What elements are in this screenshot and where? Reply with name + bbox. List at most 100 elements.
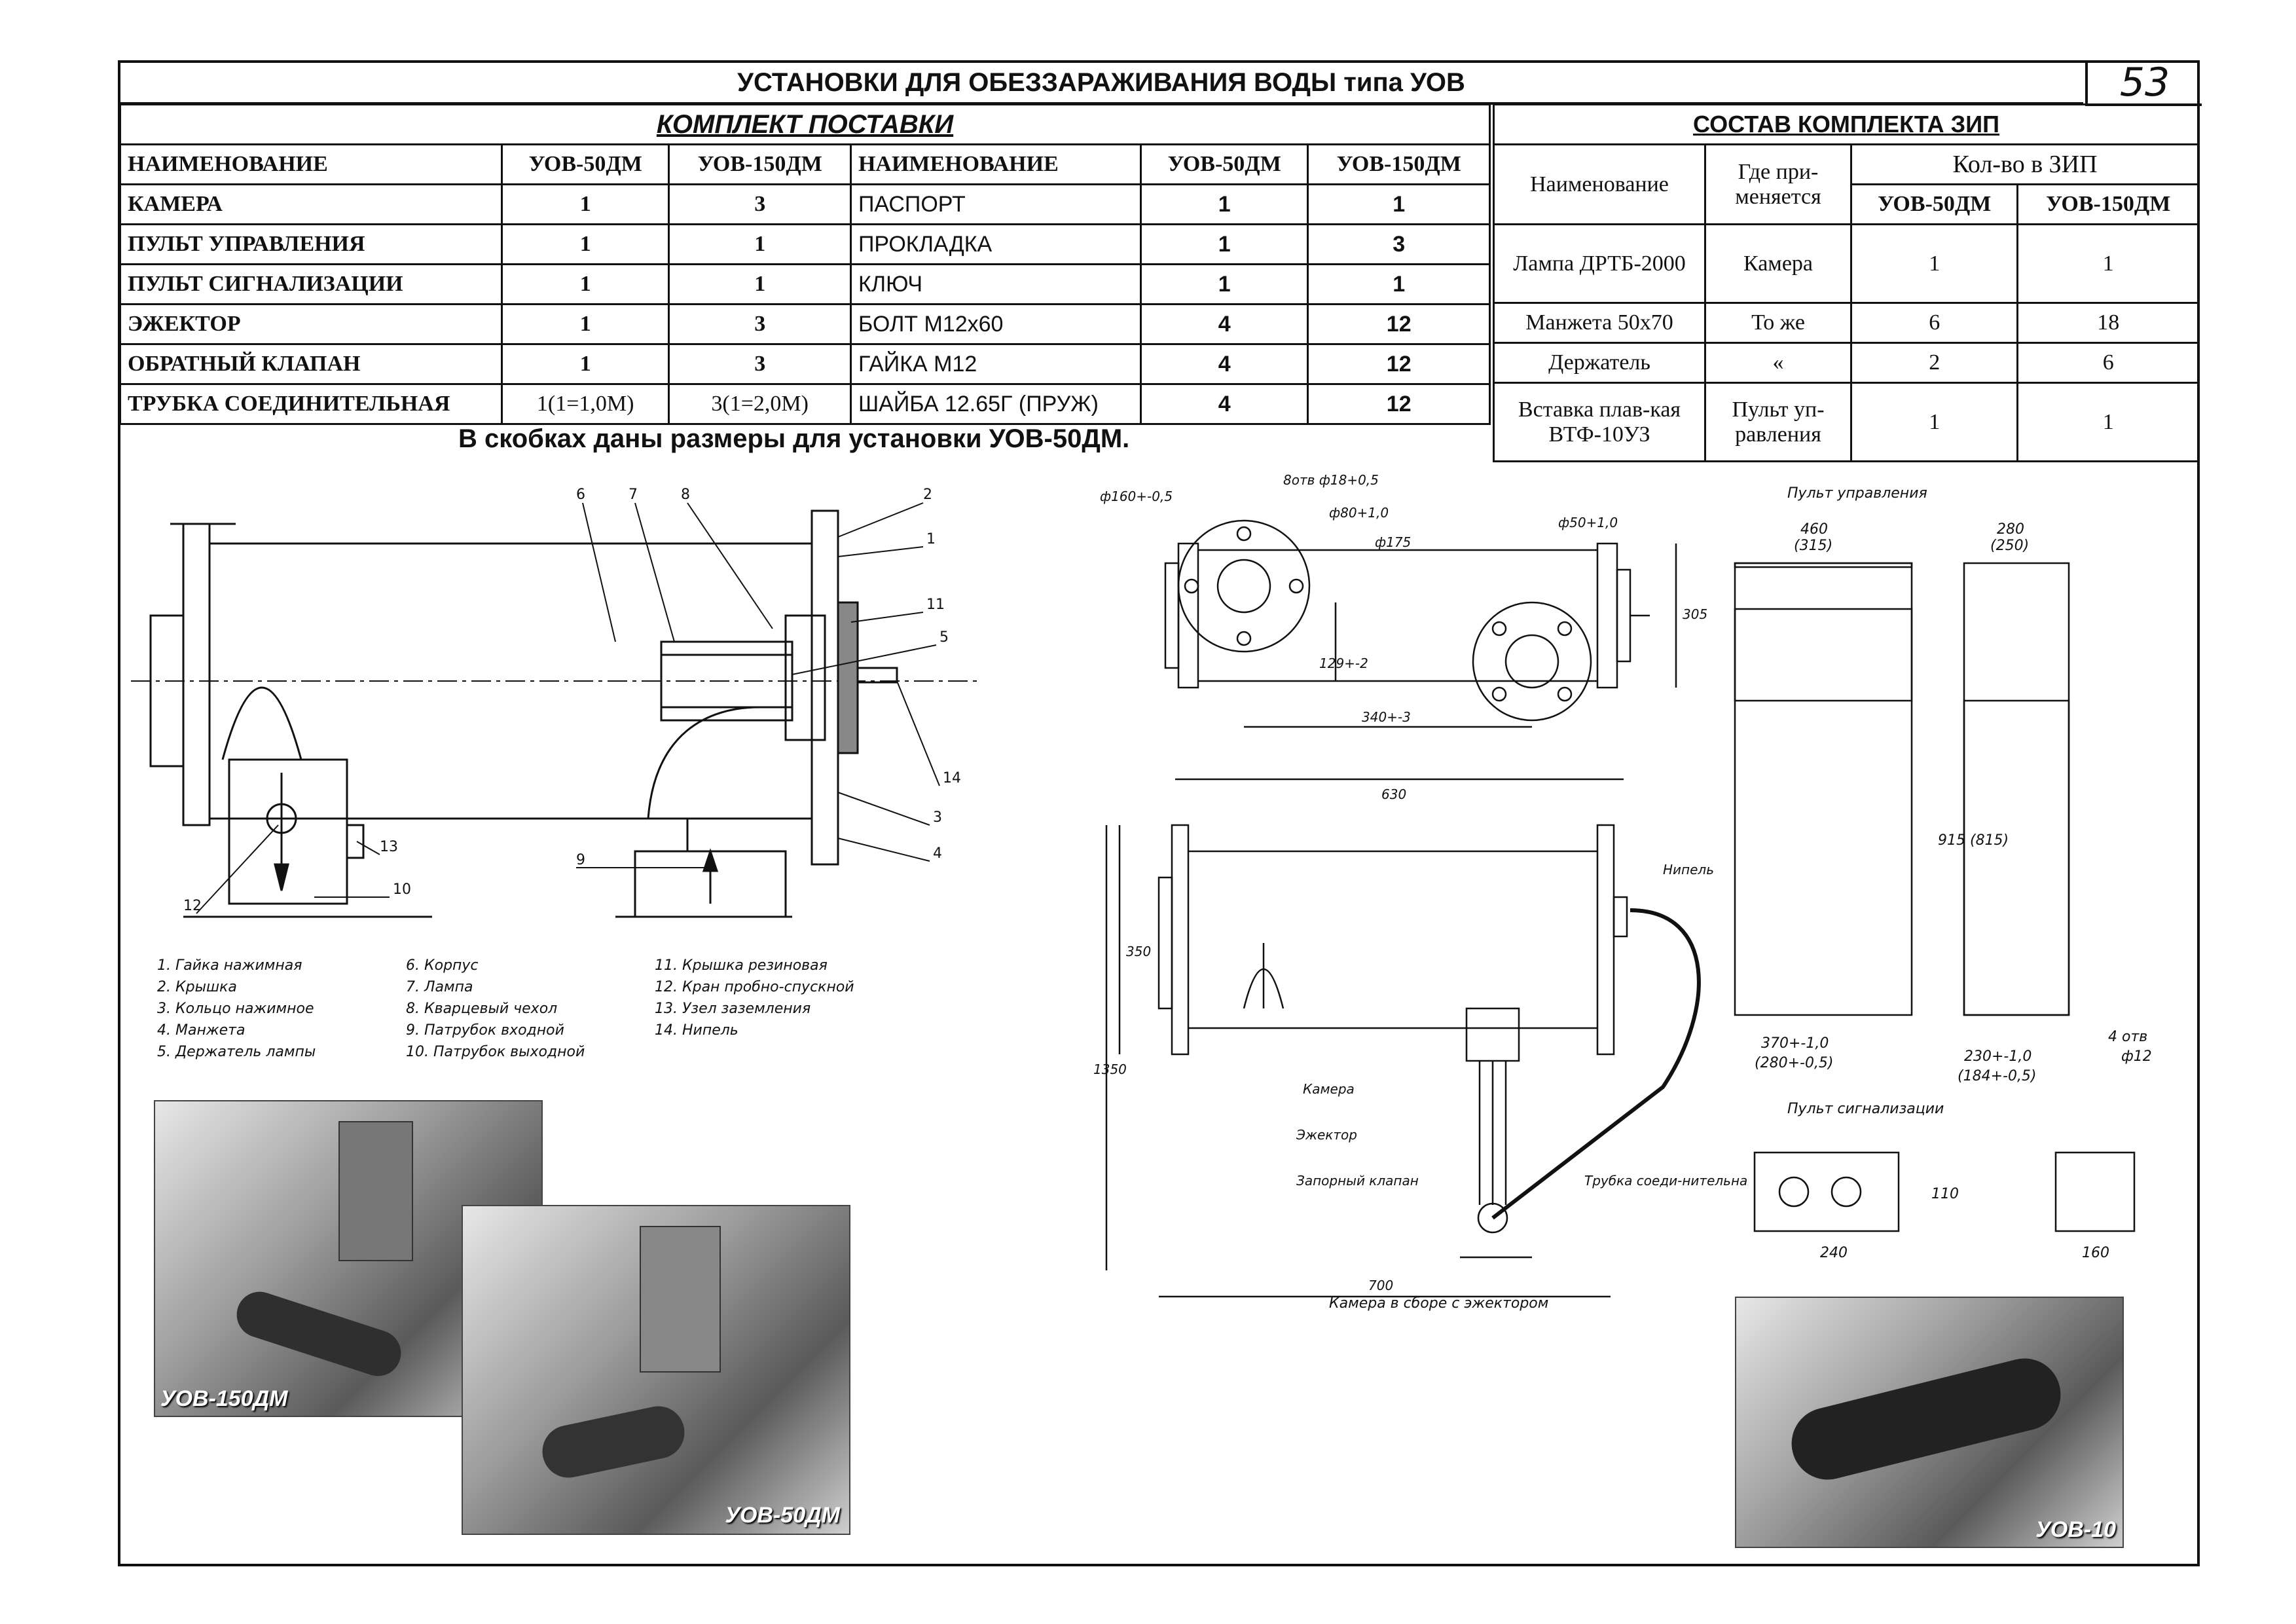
dim-label: 160 <box>2082 1245 2109 1261</box>
dim-label: 700 <box>1368 1278 1393 1293</box>
dim-label: Пульт управления <box>1787 485 1927 502</box>
zip-item-a: 1 <box>1850 382 2019 462</box>
zip-item-a: 1 <box>1850 223 2019 304</box>
legend-item: 6. Корпус <box>406 957 479 974</box>
callout-11: 11 <box>926 597 945 613</box>
page-frame <box>118 60 2200 1566</box>
dim-label: ф12 <box>2121 1048 2152 1065</box>
dim-label: 460 <box>1800 521 1828 538</box>
callout-6: 6 <box>576 487 585 503</box>
kit-item-name: ГАЙКА М12 <box>849 343 1142 385</box>
kit-item-a: 1 <box>1139 183 1309 225</box>
zip-col-where: Где при-меняется <box>1704 143 1852 225</box>
kit-col-b: УОВ-150ДМ <box>668 143 852 185</box>
kit-item-a: 4 <box>1139 383 1309 425</box>
dim-label: (315) <box>1794 538 1832 554</box>
dim-label: 280 <box>1997 521 2024 538</box>
dim-label: 230+-1,0 <box>1964 1048 2032 1065</box>
zip-item-b: 1 <box>2016 223 2200 304</box>
zip-col-a: УОВ-50ДМ <box>1850 183 2019 225</box>
dim-label: 350 <box>1126 944 1151 959</box>
zip-table: СОСТАВ КОМПЛЕКТА ЗИП Наименование Где пр… <box>1493 103 2200 462</box>
kit-col-a: УОВ-50ДМ <box>500 143 670 185</box>
zip-col-name: Наименование <box>1493 143 1706 225</box>
kit-item-b: 3 <box>668 303 852 345</box>
kit-item-b: 1 <box>1307 263 1491 305</box>
dim-label: 305 <box>1683 606 1707 622</box>
kit-item-a: 4 <box>1139 303 1309 345</box>
callout-8: 8 <box>681 487 690 503</box>
kit-col-name: НАИМЕНОВАНИЕ <box>119 143 503 185</box>
callout-2: 2 <box>923 487 932 503</box>
zip-item-where: Камера <box>1704 223 1852 304</box>
legend-item: 11. Крышка резиновая <box>655 957 828 974</box>
dim-label: 340+-3 <box>1362 709 1411 725</box>
kit-item-b: 3 <box>1307 223 1491 265</box>
kit-item-a: 1 <box>500 223 670 265</box>
kit-item-a: 1(1=1,0М) <box>500 383 670 425</box>
parts-legend-col1: 1. Гайка нажимная 2. Крышка 3. Кольцо на… <box>157 955 316 1063</box>
kit-item-name: ОБРАТНЫЙ КЛАПАН <box>119 343 503 385</box>
zip-heading: СОСТАВ КОМПЛЕКТА ЗИП <box>1493 103 2200 145</box>
callout-3: 3 <box>933 809 942 826</box>
legend-item: 7. Лампа <box>406 979 473 995</box>
photo-label: УОВ-50ДМ <box>725 1503 840 1528</box>
legend-item: 9. Патрубок входной <box>406 1022 564 1039</box>
zip-item-b: 1 <box>2016 382 2200 462</box>
parts-legend-col3: 11. Крышка резиновая 12. Кран пробно-спу… <box>655 955 854 1041</box>
table-row: Вставка плав-кая ВТФ-10УЗ Пульт уп-равле… <box>1493 382 2200 462</box>
kit-item-a: 1 <box>500 183 670 225</box>
legend-item: 1. Гайка нажимная <box>157 957 302 974</box>
callout-5: 5 <box>939 629 949 646</box>
table-row: Держатель « 2 6 <box>1493 342 2200 384</box>
kit-item-a: 1 <box>500 303 670 345</box>
kit-item-name: ПАСПОРТ <box>849 183 1142 225</box>
callout-pipe: Трубка соеди-нительная <box>1584 1173 1748 1189</box>
legend-item: 8. Кварцевый чехол <box>406 1001 558 1017</box>
legend-item: 10. Патрубок выходной <box>406 1044 585 1060</box>
dim-label: (280+-0,5) <box>1755 1055 1834 1071</box>
zip-item-a: 6 <box>1850 302 2019 344</box>
photo-uov-10: УОВ-10 <box>1735 1297 2124 1548</box>
dim-label: 4 отв <box>2108 1029 2147 1045</box>
dim-label: 915 (815) <box>1938 832 2009 849</box>
camera-dimension-drawing: 8отв ф18+0,5 ф160+-0,5 ф80+1,0 ф175 ф50+… <box>1100 472 1707 802</box>
table-row: ЭЖЕКТОР 1 3 БОЛТ М12х60 4 12 <box>119 303 1491 345</box>
zip-item-b: 6 <box>2016 342 2200 384</box>
zip-item-name: Манжета 50х70 <box>1493 302 1706 344</box>
kit-item-name: ПУЛЬТ УПРАВЛЕНИЯ <box>119 223 503 265</box>
dim-label: Пульт сигнализации <box>1787 1101 1944 1117</box>
callout-7: 7 <box>629 487 638 503</box>
zip-item-name: Вставка плав-кая ВТФ-10УЗ <box>1493 382 1706 462</box>
dimension-note: В скобках даны размеры для установки УОВ… <box>458 424 1130 453</box>
kit-item-b: 12 <box>1307 383 1491 425</box>
callout-1: 1 <box>926 531 936 547</box>
page-title: УСТАНОВКИ ДЛЯ ОБЕЗЗАРАЖИВАНИЯ ВОДЫ типа … <box>119 63 2083 105</box>
zip-item-name: Лампа ДРТБ-2000 <box>1493 223 1706 304</box>
parts-legend-col2: 6. Корпус 7. Лампа 8. Кварцевый чехол 9.… <box>406 955 585 1063</box>
callout-4: 4 <box>933 845 942 862</box>
legend-item: 13. Узел заземления <box>655 1001 811 1017</box>
zip-item-where: То же <box>1704 302 1852 344</box>
dim-label: 129+-2 <box>1319 655 1368 671</box>
dim-label: 8отв ф18+0,5 <box>1283 472 1379 488</box>
dim-label: 1350 <box>1093 1061 1127 1077</box>
table-row: ОБРАТНЫЙ КЛАПАН 1 3 ГАЙКА М12 4 12 <box>119 343 1491 385</box>
dim-label: (184+-0,5) <box>1958 1068 2037 1084</box>
table-row: Манжета 50х70 То же 6 18 <box>1493 302 2200 344</box>
kit-item-name: ПУЛЬТ СИГНАЛИЗАЦИИ <box>119 263 503 305</box>
kit-col-name-2: НАИМЕНОВАНИЕ <box>849 143 1142 185</box>
dim-label: 370+-1,0 <box>1761 1035 1829 1052</box>
callout-13: 13 <box>380 839 398 855</box>
assembly-caption: Камера в сборе с эжектором <box>1329 1295 1549 1312</box>
kit-item-b: 12 <box>1307 303 1491 345</box>
zip-item-a: 2 <box>1850 342 2019 384</box>
legend-item: 14. Нипель <box>655 1022 738 1039</box>
kit-item-a: 1 <box>500 343 670 385</box>
zip-item-where: « <box>1704 342 1852 384</box>
kit-heading: КОМПЛЕКТ ПОСТАВКИ <box>119 103 1491 145</box>
callout-10: 10 <box>393 881 411 898</box>
chamber-section-drawing: 6 7 8 2 1 11 5 14 3 4 9 13 10 12 <box>131 487 982 918</box>
kit-item-name: КЛЮЧ <box>849 263 1142 305</box>
kit-item-name: ПРОКЛАДКА <box>849 223 1142 265</box>
